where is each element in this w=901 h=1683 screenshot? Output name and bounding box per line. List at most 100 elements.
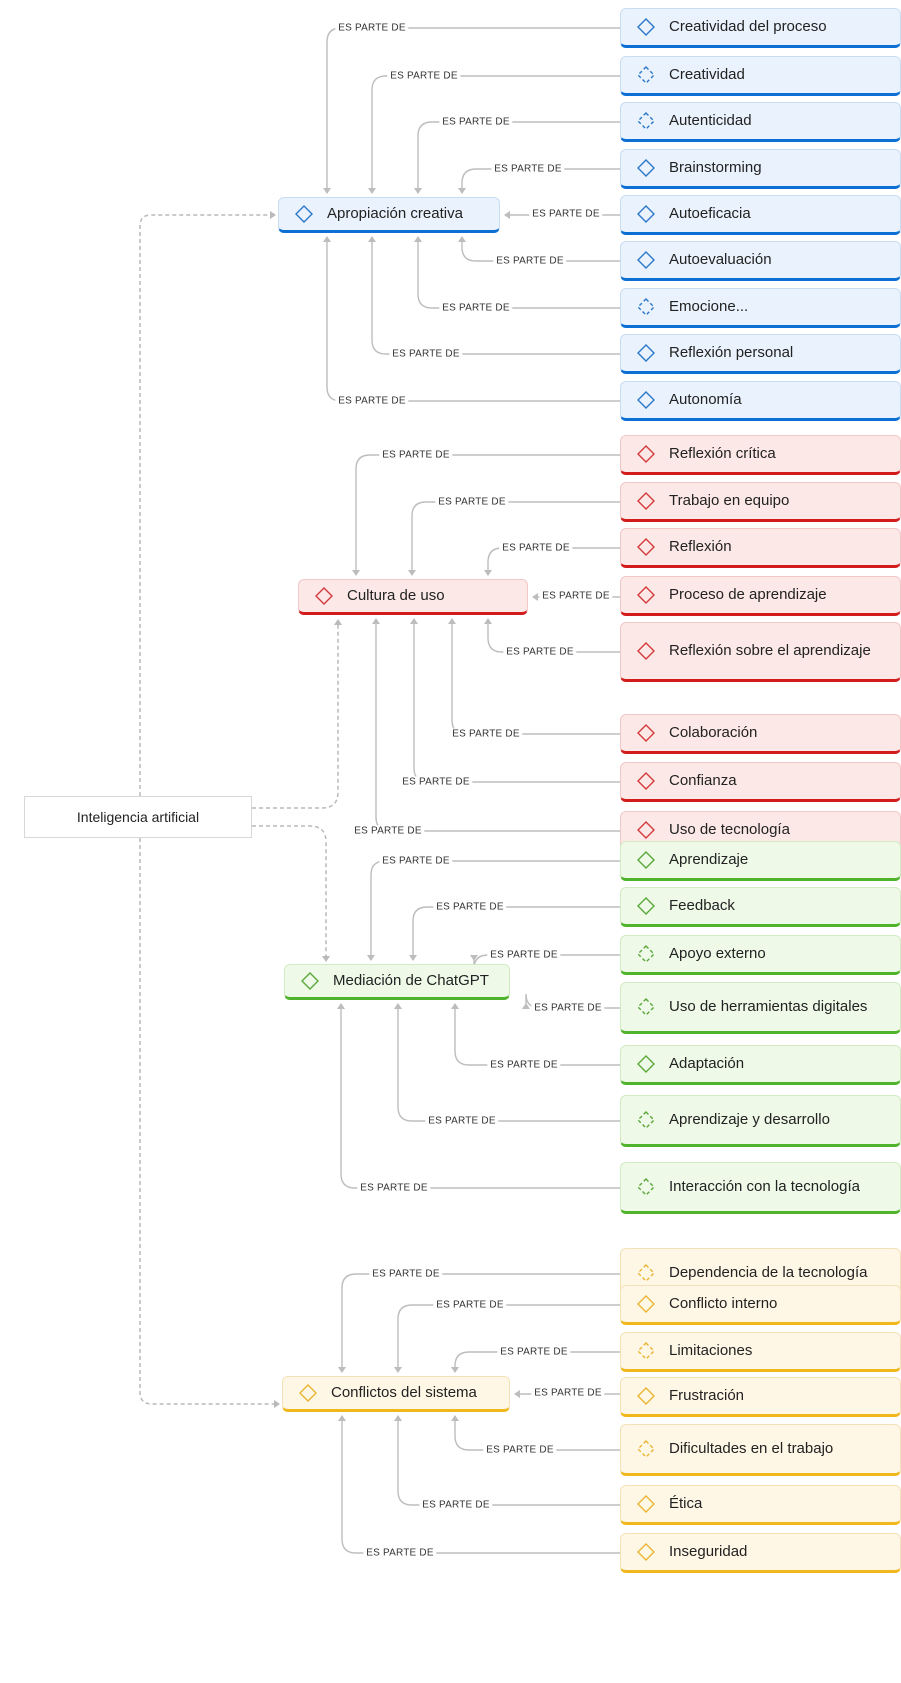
child-label: Reflexión personal bbox=[669, 343, 794, 361]
child-node[interactable]: Aprendizaje bbox=[620, 841, 901, 881]
child-label: Proceso de aprendizaje bbox=[669, 585, 827, 603]
dashed-diamond-icon bbox=[633, 110, 659, 132]
dashed-diamond-icon bbox=[633, 1438, 659, 1460]
dashed-diamond-icon bbox=[633, 296, 659, 318]
edge-label: ES PARTE DE bbox=[389, 348, 463, 360]
edge-label: ES PARTE DE bbox=[369, 1268, 443, 1280]
child-node[interactable]: Limitaciones bbox=[620, 1332, 901, 1372]
child-label: Colaboración bbox=[669, 723, 758, 741]
child-label: Aprendizaje bbox=[669, 850, 749, 868]
diamond-icon bbox=[633, 722, 659, 744]
diamond-icon bbox=[633, 203, 659, 225]
edge-label: ES PARTE DE bbox=[487, 1059, 561, 1071]
child-node[interactable]: Emocione... bbox=[620, 288, 901, 328]
child-label: Limitaciones bbox=[669, 1341, 753, 1359]
root-node[interactable]: Inteligencia artificial bbox=[24, 796, 252, 838]
child-node[interactable]: Reflexión bbox=[620, 528, 901, 568]
edge-label: ES PARTE DE bbox=[425, 1115, 499, 1127]
child-node[interactable]: Brainstorming bbox=[620, 149, 901, 189]
diamond-icon bbox=[633, 443, 659, 465]
edge-label: ES PARTE DE bbox=[335, 395, 409, 407]
child-node[interactable]: Dificultades en el trabajo bbox=[620, 1424, 901, 1476]
child-label: Apoyo externo bbox=[669, 944, 766, 962]
child-node[interactable]: Conflicto interno bbox=[620, 1285, 901, 1325]
edge-label: ES PARTE DE bbox=[335, 22, 409, 34]
child-node[interactable]: Colaboración bbox=[620, 714, 901, 754]
child-label: Uso de tecnología bbox=[669, 820, 790, 838]
diamond-icon bbox=[297, 970, 323, 992]
child-label: Interacción con la tecnología bbox=[669, 1177, 860, 1195]
edge-label: ES PARTE DE bbox=[419, 1499, 493, 1511]
diamond-icon bbox=[633, 1541, 659, 1563]
child-label: Frustración bbox=[669, 1386, 745, 1404]
diamond-icon bbox=[633, 490, 659, 512]
diamond-icon bbox=[311, 585, 337, 607]
dashed-diamond-icon bbox=[633, 1109, 659, 1131]
child-node[interactable]: Autenticidad bbox=[620, 102, 901, 142]
edge-label: ES PARTE DE bbox=[433, 901, 507, 913]
child-node[interactable]: Autoeficacia bbox=[620, 195, 901, 235]
diamond-icon bbox=[291, 203, 317, 225]
hub-apropiacion[interactable]: Apropiación creativa bbox=[278, 197, 500, 233]
child-label: Reflexión crítica bbox=[669, 444, 776, 462]
diamond-icon bbox=[633, 895, 659, 917]
diamond-icon bbox=[633, 819, 659, 841]
child-label: Feedback bbox=[669, 896, 735, 914]
edge-label: ES PARTE DE bbox=[379, 449, 453, 461]
diamond-icon bbox=[633, 1385, 659, 1407]
child-node[interactable]: Feedback bbox=[620, 887, 901, 927]
edge-label: ES PARTE DE bbox=[491, 163, 565, 175]
diamond-icon bbox=[633, 1293, 659, 1315]
edge-label: ES PARTE DE bbox=[379, 855, 453, 867]
diamond-icon bbox=[295, 1382, 321, 1404]
child-node[interactable]: Adaptación bbox=[620, 1045, 901, 1085]
edge-label: ES PARTE DE bbox=[387, 70, 461, 82]
edge-label: ES PARTE DE bbox=[497, 1346, 571, 1358]
diamond-icon bbox=[633, 342, 659, 364]
hub-mediacion[interactable]: Mediación de ChatGPT bbox=[284, 964, 510, 1000]
child-label: Dependencia de la tecnología bbox=[669, 1263, 868, 1281]
child-node[interactable]: Inseguridad bbox=[620, 1533, 901, 1573]
child-label: Ética bbox=[669, 1494, 703, 1512]
child-node[interactable]: Ética bbox=[620, 1485, 901, 1525]
child-node[interactable]: Trabajo en equipo bbox=[620, 482, 901, 522]
dashed-diamond-icon bbox=[633, 943, 659, 965]
child-label: Adaptación bbox=[669, 1054, 745, 1072]
child-node[interactable]: Autoevaluación bbox=[620, 241, 901, 281]
hub-cultura[interactable]: Cultura de uso bbox=[298, 579, 528, 615]
child-node[interactable]: Creatividad del proceso bbox=[620, 8, 901, 48]
child-node[interactable]: Confianza bbox=[620, 762, 901, 802]
child-label: Autenticidad bbox=[669, 111, 752, 129]
child-node[interactable]: Reflexión personal bbox=[620, 334, 901, 374]
child-label: Confianza bbox=[669, 771, 737, 789]
edge-label: ES PARTE DE bbox=[487, 949, 561, 961]
child-node[interactable]: Reflexión sobre el aprendizaje bbox=[620, 622, 901, 682]
dashed-diamond-icon bbox=[633, 1176, 659, 1198]
child-label: Autoevaluación bbox=[669, 250, 772, 268]
diamond-icon bbox=[633, 584, 659, 606]
edge-label: ES PARTE DE bbox=[531, 1002, 605, 1014]
child-node[interactable]: Interacción con la tecnología bbox=[620, 1162, 901, 1214]
child-node[interactable]: Creatividad bbox=[620, 56, 901, 96]
child-node[interactable]: Reflexión crítica bbox=[620, 435, 901, 475]
diamond-icon bbox=[633, 249, 659, 271]
edge-label: ES PARTE DE bbox=[529, 208, 603, 220]
hub-label: Mediación de ChatGPT bbox=[333, 971, 489, 989]
diamond-icon bbox=[633, 770, 659, 792]
child-label: Autoeficacia bbox=[669, 204, 751, 222]
child-node[interactable]: Uso de herramientas digitales bbox=[620, 982, 901, 1034]
child-node[interactable]: Proceso de aprendizaje bbox=[620, 576, 901, 616]
child-node[interactable]: Aprendizaje y desarrollo bbox=[620, 1095, 901, 1147]
child-node[interactable]: Autonomía bbox=[620, 381, 901, 421]
child-node[interactable]: Frustración bbox=[620, 1377, 901, 1417]
child-node[interactable]: Apoyo externo bbox=[620, 935, 901, 975]
edge-label: ES PARTE DE bbox=[363, 1547, 437, 1559]
child-label: Creatividad bbox=[669, 65, 745, 83]
hub-conflictos[interactable]: Conflictos del sistema bbox=[282, 1376, 510, 1412]
edge-label: ES PARTE DE bbox=[439, 302, 513, 314]
child-label: Emocione... bbox=[669, 297, 749, 315]
child-label: Reflexión sobre el aprendizaje bbox=[669, 641, 871, 659]
edge-label: ES PARTE DE bbox=[499, 542, 573, 554]
child-label: Uso de herramientas digitales bbox=[669, 997, 868, 1015]
